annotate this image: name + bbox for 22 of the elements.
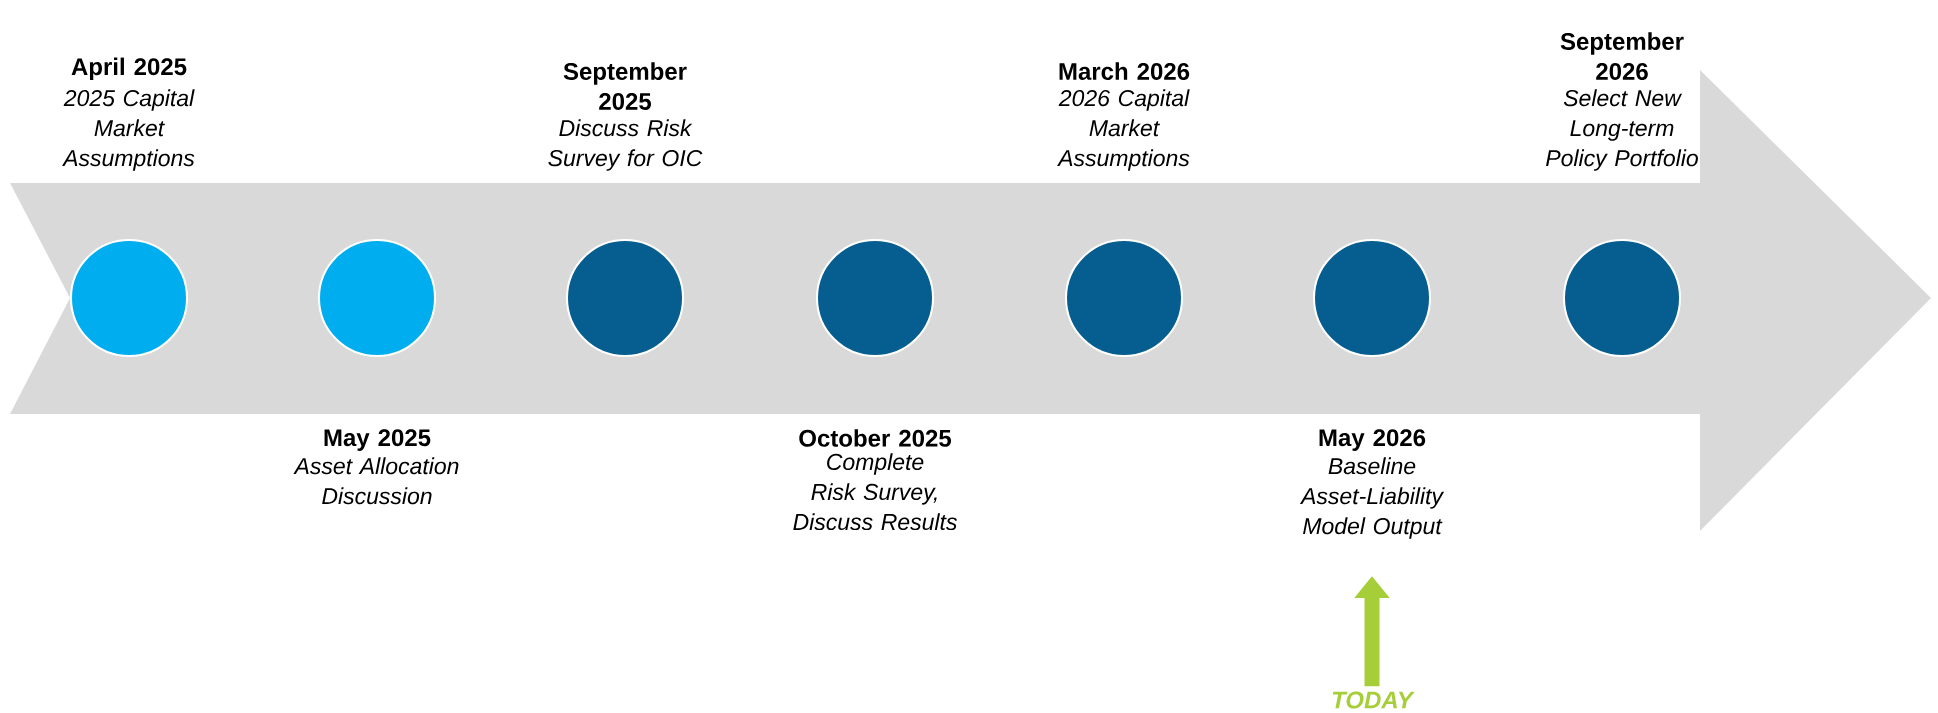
milestone-dot <box>1313 239 1431 357</box>
milestone-date: April 2025 <box>71 57 187 80</box>
milestone-dot <box>566 239 684 357</box>
milestone-description: 2026 Capital Market Assumptions <box>1057 89 1190 171</box>
milestone-description: Select New Long-term Policy Portfolio <box>1546 89 1698 171</box>
milestone-description: Asset Allocation Discussion <box>293 457 459 505</box>
milestone-description: Complete Risk Survey, Discuss Results <box>793 453 957 531</box>
milestone-dot <box>816 239 934 357</box>
milestone-date: May 2026 <box>1319 429 1426 451</box>
milestone-dot <box>1563 239 1681 357</box>
milestone-dot <box>1065 239 1183 357</box>
milestone-description: Discuss Risk Survey for OIC <box>548 119 703 171</box>
milestone-dot <box>318 239 436 357</box>
milestone-date: September 2025 <box>563 62 687 110</box>
milestone-description: Baseline Asset-Liability Model Output <box>1299 457 1445 539</box>
milestone-date: September 2026 <box>1560 32 1684 80</box>
milestone-description: 2025 Capital Market Assumptions <box>62 89 195 171</box>
today-label: TODAY <box>1332 691 1415 709</box>
milestone-dot <box>70 239 188 357</box>
milestone-date: March 2026 <box>1059 62 1190 80</box>
milestone-date: May 2025 <box>324 429 431 451</box>
milestone-date: October 2025 <box>799 429 951 447</box>
